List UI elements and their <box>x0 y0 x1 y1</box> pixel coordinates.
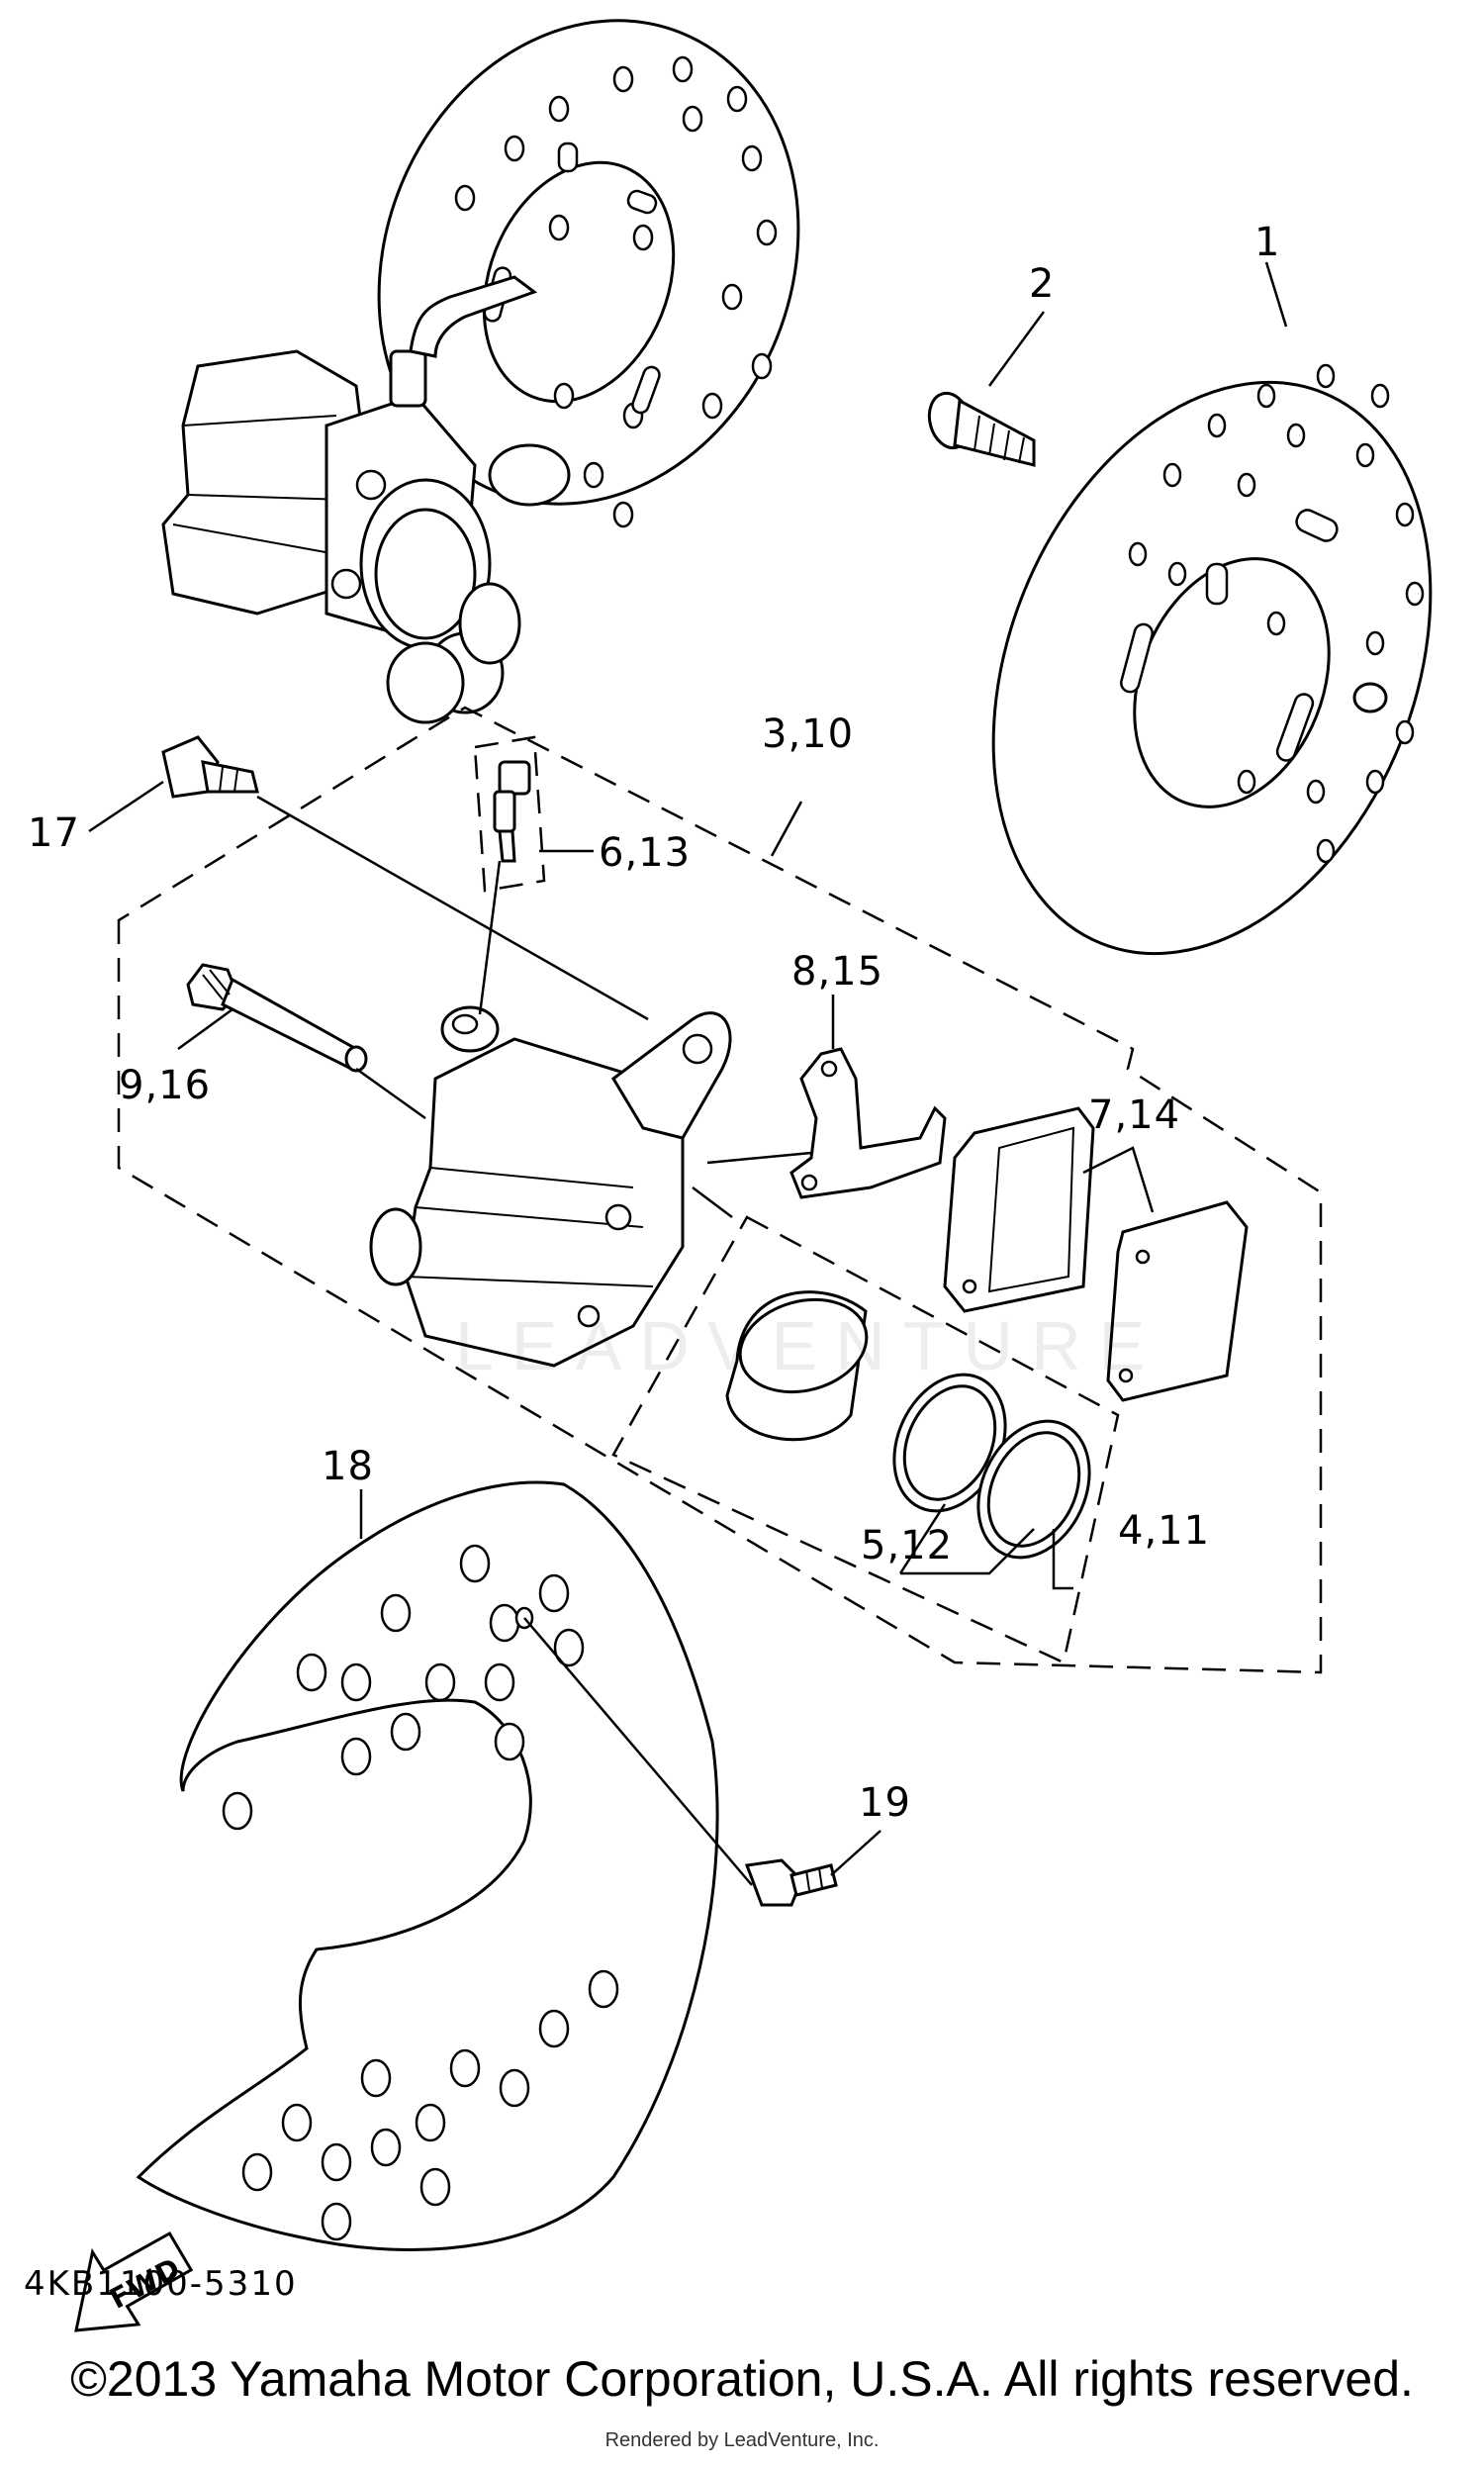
callout-2: 2 <box>1029 261 1055 307</box>
leader-lines <box>88 261 1288 1886</box>
caliper-body <box>369 1005 732 1368</box>
part-8-15-pad-spring <box>789 1047 947 1199</box>
watermark: LEADVENTURE <box>455 1307 1163 1384</box>
callout-5-12: 5,12 <box>861 1523 953 1568</box>
callout-labels: 1 2 3,10 4,11 5,12 6,13 7,14 8,15 9,16 1… <box>28 220 1280 1826</box>
callout-6-13: 6,13 <box>599 830 691 876</box>
callout-1: 1 <box>1254 220 1280 265</box>
callout-3-10: 3,10 <box>762 712 854 757</box>
callout-19: 19 <box>859 1780 911 1826</box>
callout-7-14: 7,14 <box>1088 1092 1180 1138</box>
callout-9-16: 9,16 <box>119 1063 211 1108</box>
part-17-bolt <box>161 735 259 799</box>
part-9-16-slide-pin <box>186 963 368 1073</box>
assembled-caliper <box>161 275 571 724</box>
callout-18: 18 <box>322 1444 374 1489</box>
diagram-code: 4KB1100-5310 <box>24 2264 298 2304</box>
callout-4-11: 4,11 <box>1118 1508 1210 1554</box>
copyright-notice: ©2013 Yamaha Motor Corporation, U.S.A. A… <box>70 2351 1414 2407</box>
caliper-assembly-boundary <box>117 706 1323 1674</box>
assembled-brake-disc <box>377 19 800 528</box>
render-credit: Rendered by LeadVenture, Inc. <box>604 2429 880 2451</box>
part-7-14-brake-pads <box>943 1106 1249 1402</box>
callout-8-15: 8,15 <box>791 949 883 995</box>
part-1-brake-disc <box>991 363 1433 956</box>
part-2-disc-bolt <box>927 391 1036 467</box>
callout-17: 17 <box>28 810 80 856</box>
part-18-disc-cover <box>136 1480 719 2251</box>
part-19-cover-bolt <box>744 1858 838 1907</box>
part-6-13-bleed-screw <box>473 735 546 893</box>
part-4-11-piston-kit <box>611 1215 1120 1664</box>
part-5-12-seals <box>892 1373 1091 1560</box>
